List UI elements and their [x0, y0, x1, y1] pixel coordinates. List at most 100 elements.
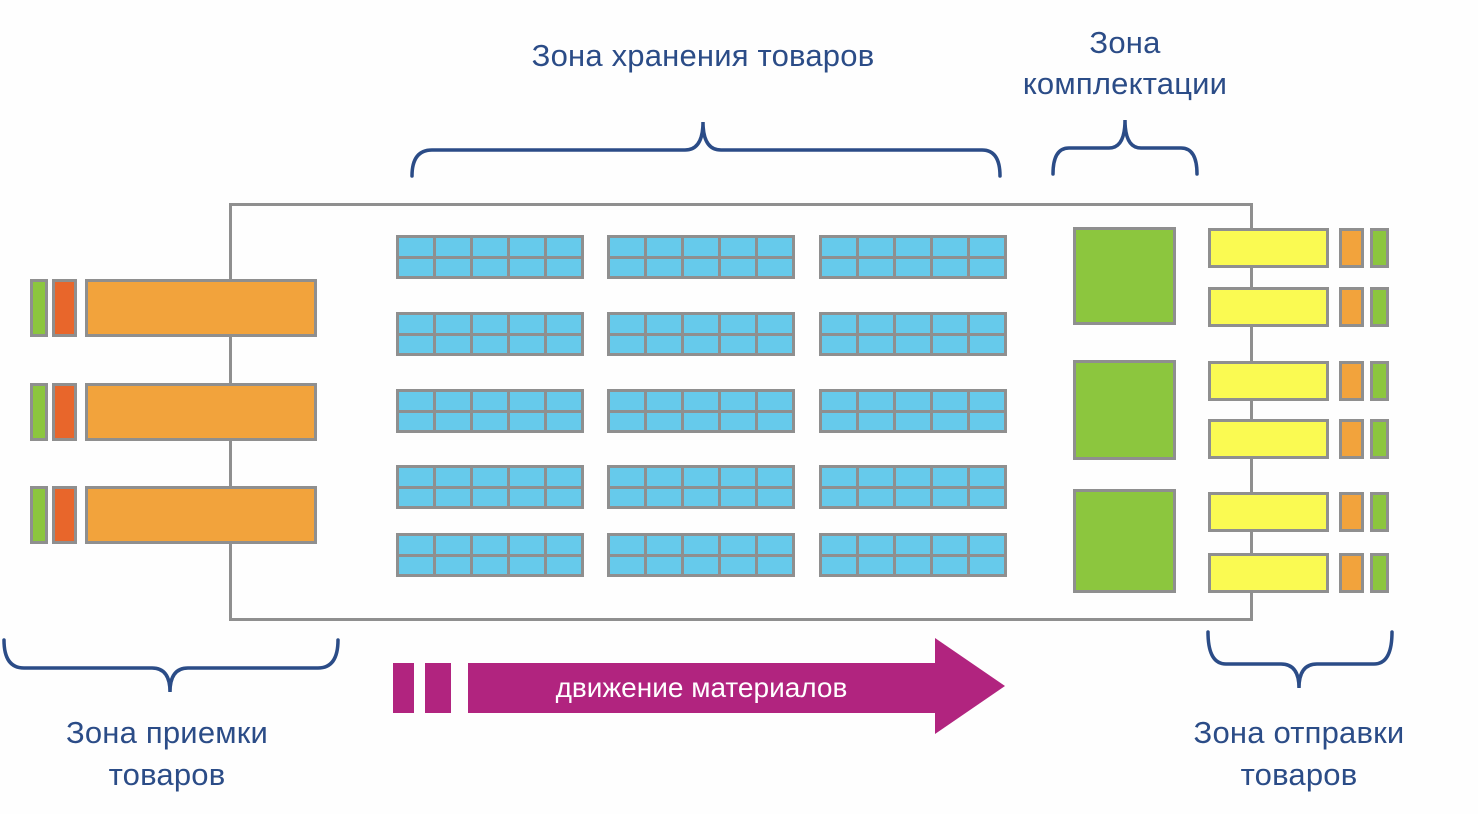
storage-rack-cell: [721, 315, 755, 333]
storage-rack-cell: [399, 468, 433, 486]
storage-rack-cell: [859, 258, 893, 276]
storage-rack-cell: [547, 488, 581, 506]
storage-rack-cell: [436, 412, 470, 430]
storage-rack-cell: [647, 468, 681, 486]
storage-rack-cell: [510, 556, 544, 574]
storage-rack-cell: [758, 468, 792, 486]
storage-rack-cell: [721, 468, 755, 486]
receiving-buffer-orange: [52, 383, 77, 441]
shipping-dock-bar: [1208, 361, 1329, 401]
storage-rack-cell: [510, 468, 544, 486]
storage-rack-cell: [859, 335, 893, 353]
storage-rack-cell: [547, 238, 581, 256]
receiving-buffer-green: [30, 279, 48, 337]
storage-rack-cell: [647, 335, 681, 353]
material-flow-arrowhead-icon: [935, 638, 1005, 734]
shipping-buffer-orange: [1339, 361, 1364, 401]
picking-station: [1073, 360, 1176, 460]
receiving-zone-brace: [2, 638, 340, 693]
storage-rack-cell: [933, 392, 967, 410]
storage-rack-cell: [436, 315, 470, 333]
storage-rack-cell: [822, 392, 856, 410]
storage-rack-cell: [510, 335, 544, 353]
storage-rack-cell: [758, 556, 792, 574]
storage-rack-cell: [610, 335, 644, 353]
storage-rack-cell: [896, 488, 930, 506]
storage-rack-cell: [610, 412, 644, 430]
storage-rack-cell: [970, 468, 1004, 486]
storage-rack-cell: [896, 468, 930, 486]
storage-rack: [819, 312, 1007, 356]
storage-zone-brace: [410, 121, 1002, 178]
receiving-dock-bar: [85, 383, 317, 441]
storage-rack-cell: [436, 392, 470, 410]
storage-rack-cell: [970, 315, 1004, 333]
storage-rack: [819, 533, 1007, 577]
shipping-buffer-green: [1370, 419, 1389, 459]
storage-rack-cell: [970, 556, 1004, 574]
storage-rack-cell: [970, 536, 1004, 554]
storage-rack: [819, 465, 1007, 509]
storage-rack-cell: [933, 335, 967, 353]
storage-rack-cell: [436, 258, 470, 276]
storage-rack-cell: [436, 556, 470, 574]
storage-rack-cell: [684, 488, 718, 506]
storage-rack-cell: [547, 335, 581, 353]
picking-station: [1073, 489, 1176, 593]
material-flow-arrow: движение материалов: [468, 663, 935, 713]
storage-rack-cell: [822, 238, 856, 256]
storage-rack-cell: [758, 536, 792, 554]
storage-rack-cell: [610, 258, 644, 276]
storage-rack-cell: [610, 238, 644, 256]
storage-rack-cell: [822, 258, 856, 276]
shipping-dock-bar: [1208, 287, 1329, 327]
picking-zone-label: Зона комплектации: [1022, 25, 1228, 101]
storage-rack-cell: [399, 412, 433, 430]
storage-rack-cell: [610, 488, 644, 506]
storage-rack-cell: [473, 392, 507, 410]
storage-rack-cell: [684, 315, 718, 333]
storage-rack-cell: [896, 536, 930, 554]
storage-rack-cell: [684, 468, 718, 486]
storage-rack-cell: [647, 412, 681, 430]
storage-zone-label: Зона хранения товаров: [531, 38, 875, 73]
storage-rack: [607, 389, 795, 433]
receiving-buffer-green: [30, 486, 48, 544]
storage-rack-cell: [610, 556, 644, 574]
storage-rack-cell: [896, 392, 930, 410]
storage-rack-cell: [436, 335, 470, 353]
shipping-buffer-green: [1370, 492, 1389, 532]
storage-rack-cell: [684, 556, 718, 574]
storage-rack-cell: [547, 536, 581, 554]
storage-rack-cell: [610, 392, 644, 410]
storage-rack-cell: [896, 315, 930, 333]
storage-rack-cell: [473, 488, 507, 506]
storage-rack-cell: [822, 488, 856, 506]
storage-rack-cell: [933, 488, 967, 506]
shipping-dock-bar: [1208, 228, 1329, 268]
storage-rack-cell: [684, 258, 718, 276]
storage-rack-cell: [436, 488, 470, 506]
storage-rack-cell: [933, 315, 967, 333]
flow-arrow-segment-2: [425, 663, 451, 713]
storage-rack-cell: [473, 536, 507, 554]
receiving-dock-bar: [85, 486, 317, 544]
storage-rack-cell: [684, 536, 718, 554]
storage-rack-cell: [970, 488, 1004, 506]
storage-rack-cell: [721, 335, 755, 353]
storage-rack-cell: [510, 392, 544, 410]
storage-rack-cell: [758, 392, 792, 410]
shipping-buffer-orange: [1339, 553, 1364, 593]
storage-rack-cell: [510, 536, 544, 554]
receiving-zone-label: Зона приемки товаров: [65, 715, 269, 792]
storage-rack-cell: [859, 238, 893, 256]
storage-rack-cell: [473, 315, 507, 333]
storage-rack-cell: [859, 556, 893, 574]
storage-rack-cell: [684, 392, 718, 410]
storage-rack-cell: [684, 412, 718, 430]
storage-rack: [396, 389, 584, 433]
storage-rack-cell: [896, 556, 930, 574]
storage-rack-cell: [547, 556, 581, 574]
storage-rack-cell: [896, 335, 930, 353]
storage-rack-cell: [436, 536, 470, 554]
